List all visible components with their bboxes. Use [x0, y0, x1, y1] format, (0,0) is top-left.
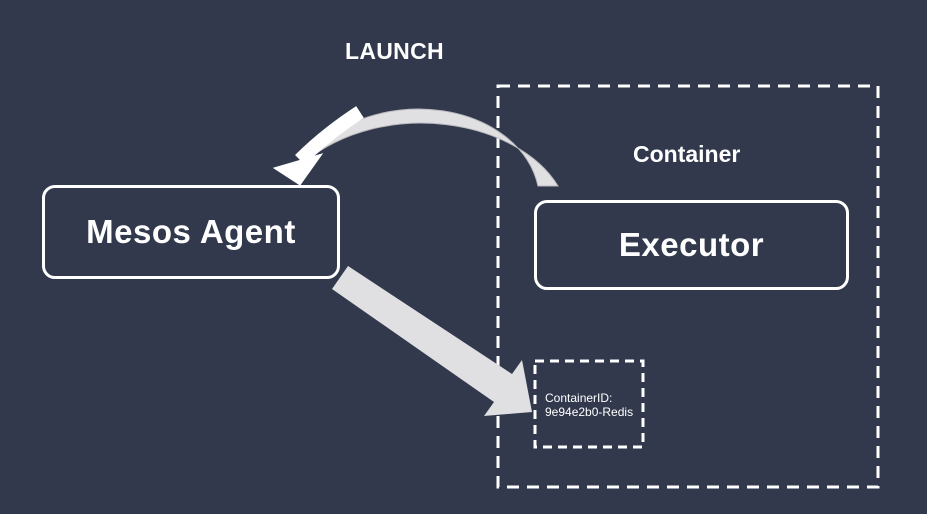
mesos-agent-node: Mesos Agent [42, 185, 340, 279]
launch-label: LAUNCH [345, 38, 444, 64]
mesos-agent-label: Mesos Agent [86, 213, 296, 250]
executor-label: Executor [618, 226, 765, 263]
launch-arrow [272, 106, 559, 187]
container-id-title: ContainerID: [545, 391, 613, 405]
container-id-text: ContainerID: 9e94e2b0-Redis [545, 391, 633, 419]
container-boundary [496, 84, 880, 489]
container-label: Container [633, 141, 741, 167]
executor-node: Executor [534, 200, 849, 290]
container-id-box [533, 359, 645, 449]
create-arrow [332, 266, 532, 416]
container-id-value: 9e94e2b0-Redis [545, 405, 634, 419]
